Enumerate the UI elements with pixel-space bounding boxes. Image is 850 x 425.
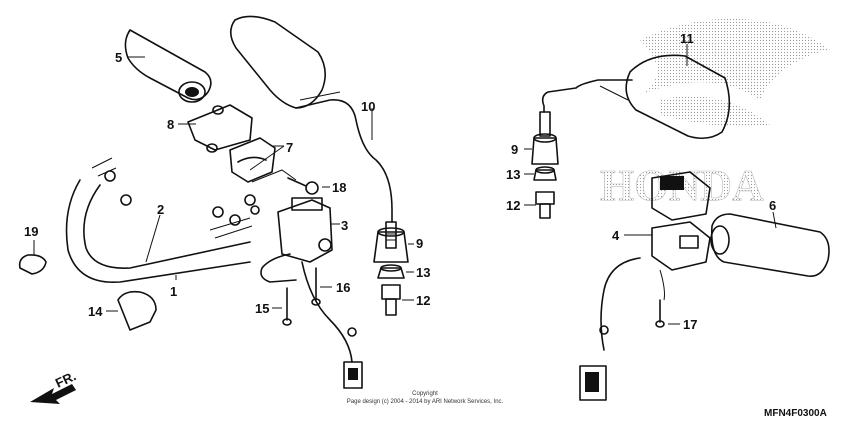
screw-part-15 — [282, 287, 292, 326]
right-grip-part — [710, 213, 830, 277]
callout-12-right: 12 — [506, 198, 520, 213]
callout-13-right: 13 — [506, 167, 520, 182]
left-switch-part — [260, 197, 363, 389]
nut-left — [377, 264, 405, 279]
callout-17: 17 — [683, 317, 697, 332]
callout-5: 5 — [115, 50, 122, 65]
clamp-part-14 — [117, 290, 157, 331]
copyright-notice: Page design (c) 2004 - 2014 by ARI Netwo… — [347, 399, 504, 405]
callout-13-left: 13 — [416, 265, 430, 280]
mirror-cap-right — [531, 133, 559, 165]
upper-holder-part — [187, 104, 253, 153]
honda-wing-watermark — [640, 18, 830, 127]
adapter-bolt-right — [535, 191, 555, 219]
callout-9-right: 9 — [511, 142, 518, 157]
callout-12-left: 12 — [416, 293, 430, 308]
copyright-title: Copyright — [412, 391, 438, 397]
front-direction-label: FR. — [53, 368, 78, 390]
right-switch-part — [579, 171, 711, 401]
callout-19: 19 — [24, 224, 38, 239]
callout-6: 6 — [769, 198, 776, 213]
adapter-bolt-left — [381, 284, 401, 316]
callout-16: 16 — [336, 280, 350, 295]
callout-18: 18 — [332, 180, 346, 195]
left-grip-part — [124, 29, 212, 103]
mirror-cap-left — [373, 227, 409, 263]
callout-11: 11 — [680, 31, 694, 46]
screw-part-16 — [311, 267, 321, 306]
right-mirror-part — [539, 54, 731, 140]
callout-1: 1 — [170, 284, 177, 299]
callout-3: 3 — [341, 218, 348, 233]
callout-7: 7 — [286, 140, 293, 155]
diagram-code: MFN4F0300A — [764, 408, 827, 419]
cable-clip-part-19 — [18, 254, 47, 275]
bolt-part-18 — [287, 177, 319, 195]
callout-2: 2 — [157, 202, 164, 217]
callout-labels: 1 2 3 4 5 6 7 8 9 9 10 11 12 12 13 13 14… — [24, 31, 776, 332]
callout-9-left: 9 — [416, 236, 423, 251]
callout-14: 14 — [88, 304, 103, 319]
lower-holder-part — [229, 137, 297, 183]
throttle-cables — [65, 157, 260, 283]
callout-8: 8 — [167, 117, 174, 132]
callout-4: 4 — [612, 228, 620, 243]
screw-part-17 — [655, 299, 665, 328]
leader-lines — [33, 44, 777, 325]
front-direction-arrow: FR. — [30, 368, 78, 404]
callout-10: 10 — [361, 99, 375, 114]
nut-right — [533, 166, 557, 181]
callout-15: 15 — [255, 301, 269, 316]
